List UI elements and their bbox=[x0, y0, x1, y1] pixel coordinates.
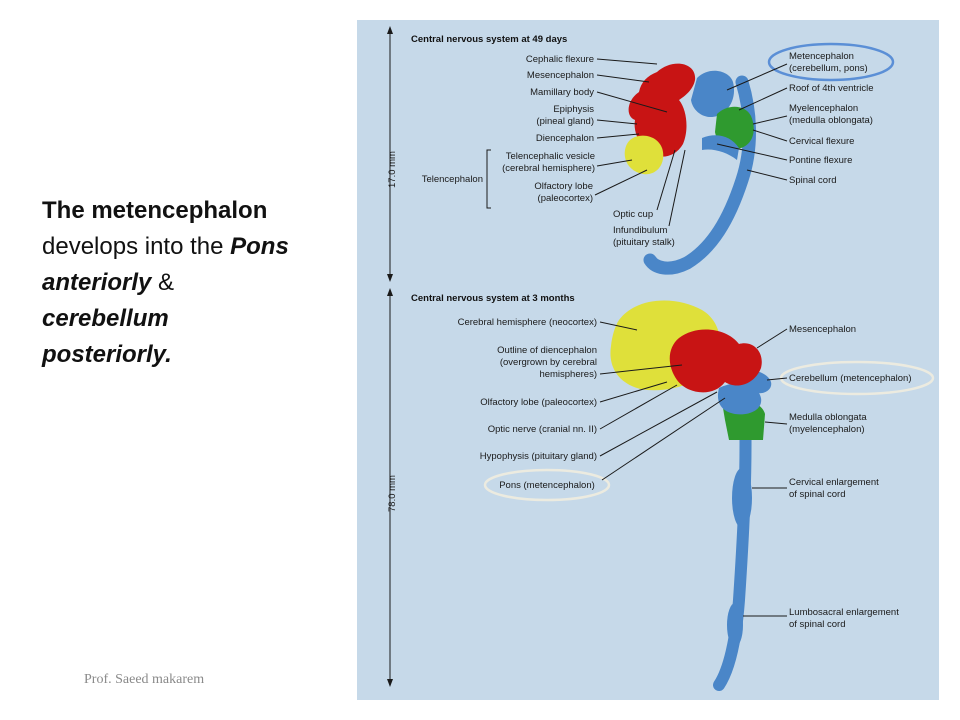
caption-text: The metencephalon develops into the Pons… bbox=[42, 193, 347, 373]
brain-3-months bbox=[610, 300, 772, 691]
highlight-metencephalon bbox=[767, 42, 895, 82]
scale-bar-top: 17.0 mm bbox=[387, 26, 398, 282]
top-title: Central nervous system at 49 days bbox=[411, 34, 567, 45]
label-olfactory-lobe-bottom: Olfactory lobe (paleocortex) bbox=[480, 397, 597, 408]
caption-line2b: Pons bbox=[230, 233, 289, 260]
label-cervical-spinal-cord: of spinal cord bbox=[789, 489, 846, 500]
label-olfactory-lobe-top: Olfactory lobe bbox=[534, 181, 593, 192]
caption-line5: posteriorly. bbox=[42, 341, 172, 368]
caption-line3b: & bbox=[151, 269, 175, 296]
bottom-left-labels: Cerebral hemisphere (neocortex) Outline … bbox=[458, 317, 726, 502]
label-mesencephalon-bottom: Mesencephalon bbox=[789, 324, 856, 335]
label-cerebellum-pons: (cerebellum, pons) bbox=[789, 63, 868, 74]
label-telencephalic-vesicle: Telencephalic vesicle bbox=[506, 151, 595, 162]
label-cerebral-hemisphere-top: (cerebral hemisphere) bbox=[502, 163, 595, 174]
label-hemispheres: hemispheres) bbox=[539, 369, 597, 380]
top-left-labels: Cephalic flexure Mesencephalon Mamillary… bbox=[422, 54, 668, 209]
label-spinal-cord: Spinal cord bbox=[789, 175, 837, 186]
label-pontine-flexure: Pontine flexure bbox=[789, 155, 852, 166]
label-mamillary-body: Mamillary body bbox=[530, 87, 594, 98]
label-myelencephalon-bottom: (myelencephalon) bbox=[789, 424, 865, 435]
caption-line3a: anteriorly bbox=[42, 269, 152, 296]
caption-line4: cerebellum bbox=[42, 305, 169, 332]
scale-bottom-label: 78.0 mm bbox=[387, 475, 398, 512]
label-paleocortex-top: (paleocortex) bbox=[538, 193, 593, 204]
top-right-labels: Metencephalon (cerebellum, pons) Roof of… bbox=[716, 42, 895, 186]
label-cerebral-hemisphere-neocortex: Cerebral hemisphere (neocortex) bbox=[458, 317, 597, 328]
label-epiphysis: Epiphysis bbox=[553, 104, 594, 115]
caption-line2a: develops into the bbox=[42, 233, 231, 260]
label-optic-nerve: Optic nerve (cranial nn. II) bbox=[488, 424, 597, 435]
label-hypophysis: Hypophysis (pituitary gland) bbox=[480, 451, 597, 462]
bottom-right-labels: Mesencephalon Cerebellum (metencephalon)… bbox=[743, 324, 935, 630]
label-pineal-gland: (pineal gland) bbox=[536, 116, 594, 127]
author-footer: Prof. Saeed makarem bbox=[84, 672, 205, 687]
label-lumbosacral-spinal-cord: of spinal cord bbox=[789, 619, 846, 630]
label-pons-metencephalon: Pons (metencephalon) bbox=[499, 480, 595, 491]
label-cerebellum-metencephalon: Cerebellum (metencephalon) bbox=[789, 373, 912, 384]
label-mesencephalon-top: Mesencephalon bbox=[527, 70, 594, 81]
label-cephalic-flexure: Cephalic flexure bbox=[526, 54, 594, 65]
label-myelencephalon: Myelencephalon bbox=[789, 103, 858, 114]
highlight-cerebellum bbox=[779, 360, 935, 396]
top-bottom-labels: Optic cup Infundibulum (pituitary stalk) bbox=[613, 149, 686, 248]
scale-top-label: 17.0 mm bbox=[387, 151, 398, 188]
brain-49-days bbox=[624, 63, 756, 275]
label-diencephalon: Diencephalon bbox=[536, 133, 594, 144]
label-pituitary-stalk: (pituitary stalk) bbox=[613, 237, 675, 248]
scale-bar-bottom: 78.0 mm bbox=[387, 288, 398, 687]
caption-line1: The metencephalon bbox=[42, 197, 268, 224]
label-medulla-oblongata-bottom: Medulla oblongata bbox=[789, 412, 867, 423]
label-cervical-enlargement: Cervical enlargement bbox=[789, 477, 879, 488]
cns-diagram: 17.0 mm 78.0 mm Central nervous system a… bbox=[387, 26, 935, 691]
highlight-pons bbox=[483, 468, 611, 502]
label-cervical-flexure: Cervical flexure bbox=[789, 136, 854, 147]
label-infundibulum: Infundibulum bbox=[613, 225, 667, 236]
label-roof-4th-ventricle: Roof of 4th ventricle bbox=[789, 83, 874, 94]
label-optic-cup: Optic cup bbox=[613, 209, 653, 220]
label-metencephalon-top: Metencephalon bbox=[789, 51, 854, 62]
label-outline-diencephalon: Outline of diencephalon bbox=[497, 345, 597, 356]
label-telencephalon: Telencephalon bbox=[422, 174, 483, 185]
label-lumbosacral-enlargement: Lumbosacral enlargement bbox=[789, 607, 899, 618]
bottom-title: Central nervous system at 3 months bbox=[411, 293, 575, 304]
label-overgrown: (overgrown by cerebral bbox=[500, 357, 597, 368]
label-medulla-oblongata-top: (medulla oblongata) bbox=[789, 115, 873, 126]
